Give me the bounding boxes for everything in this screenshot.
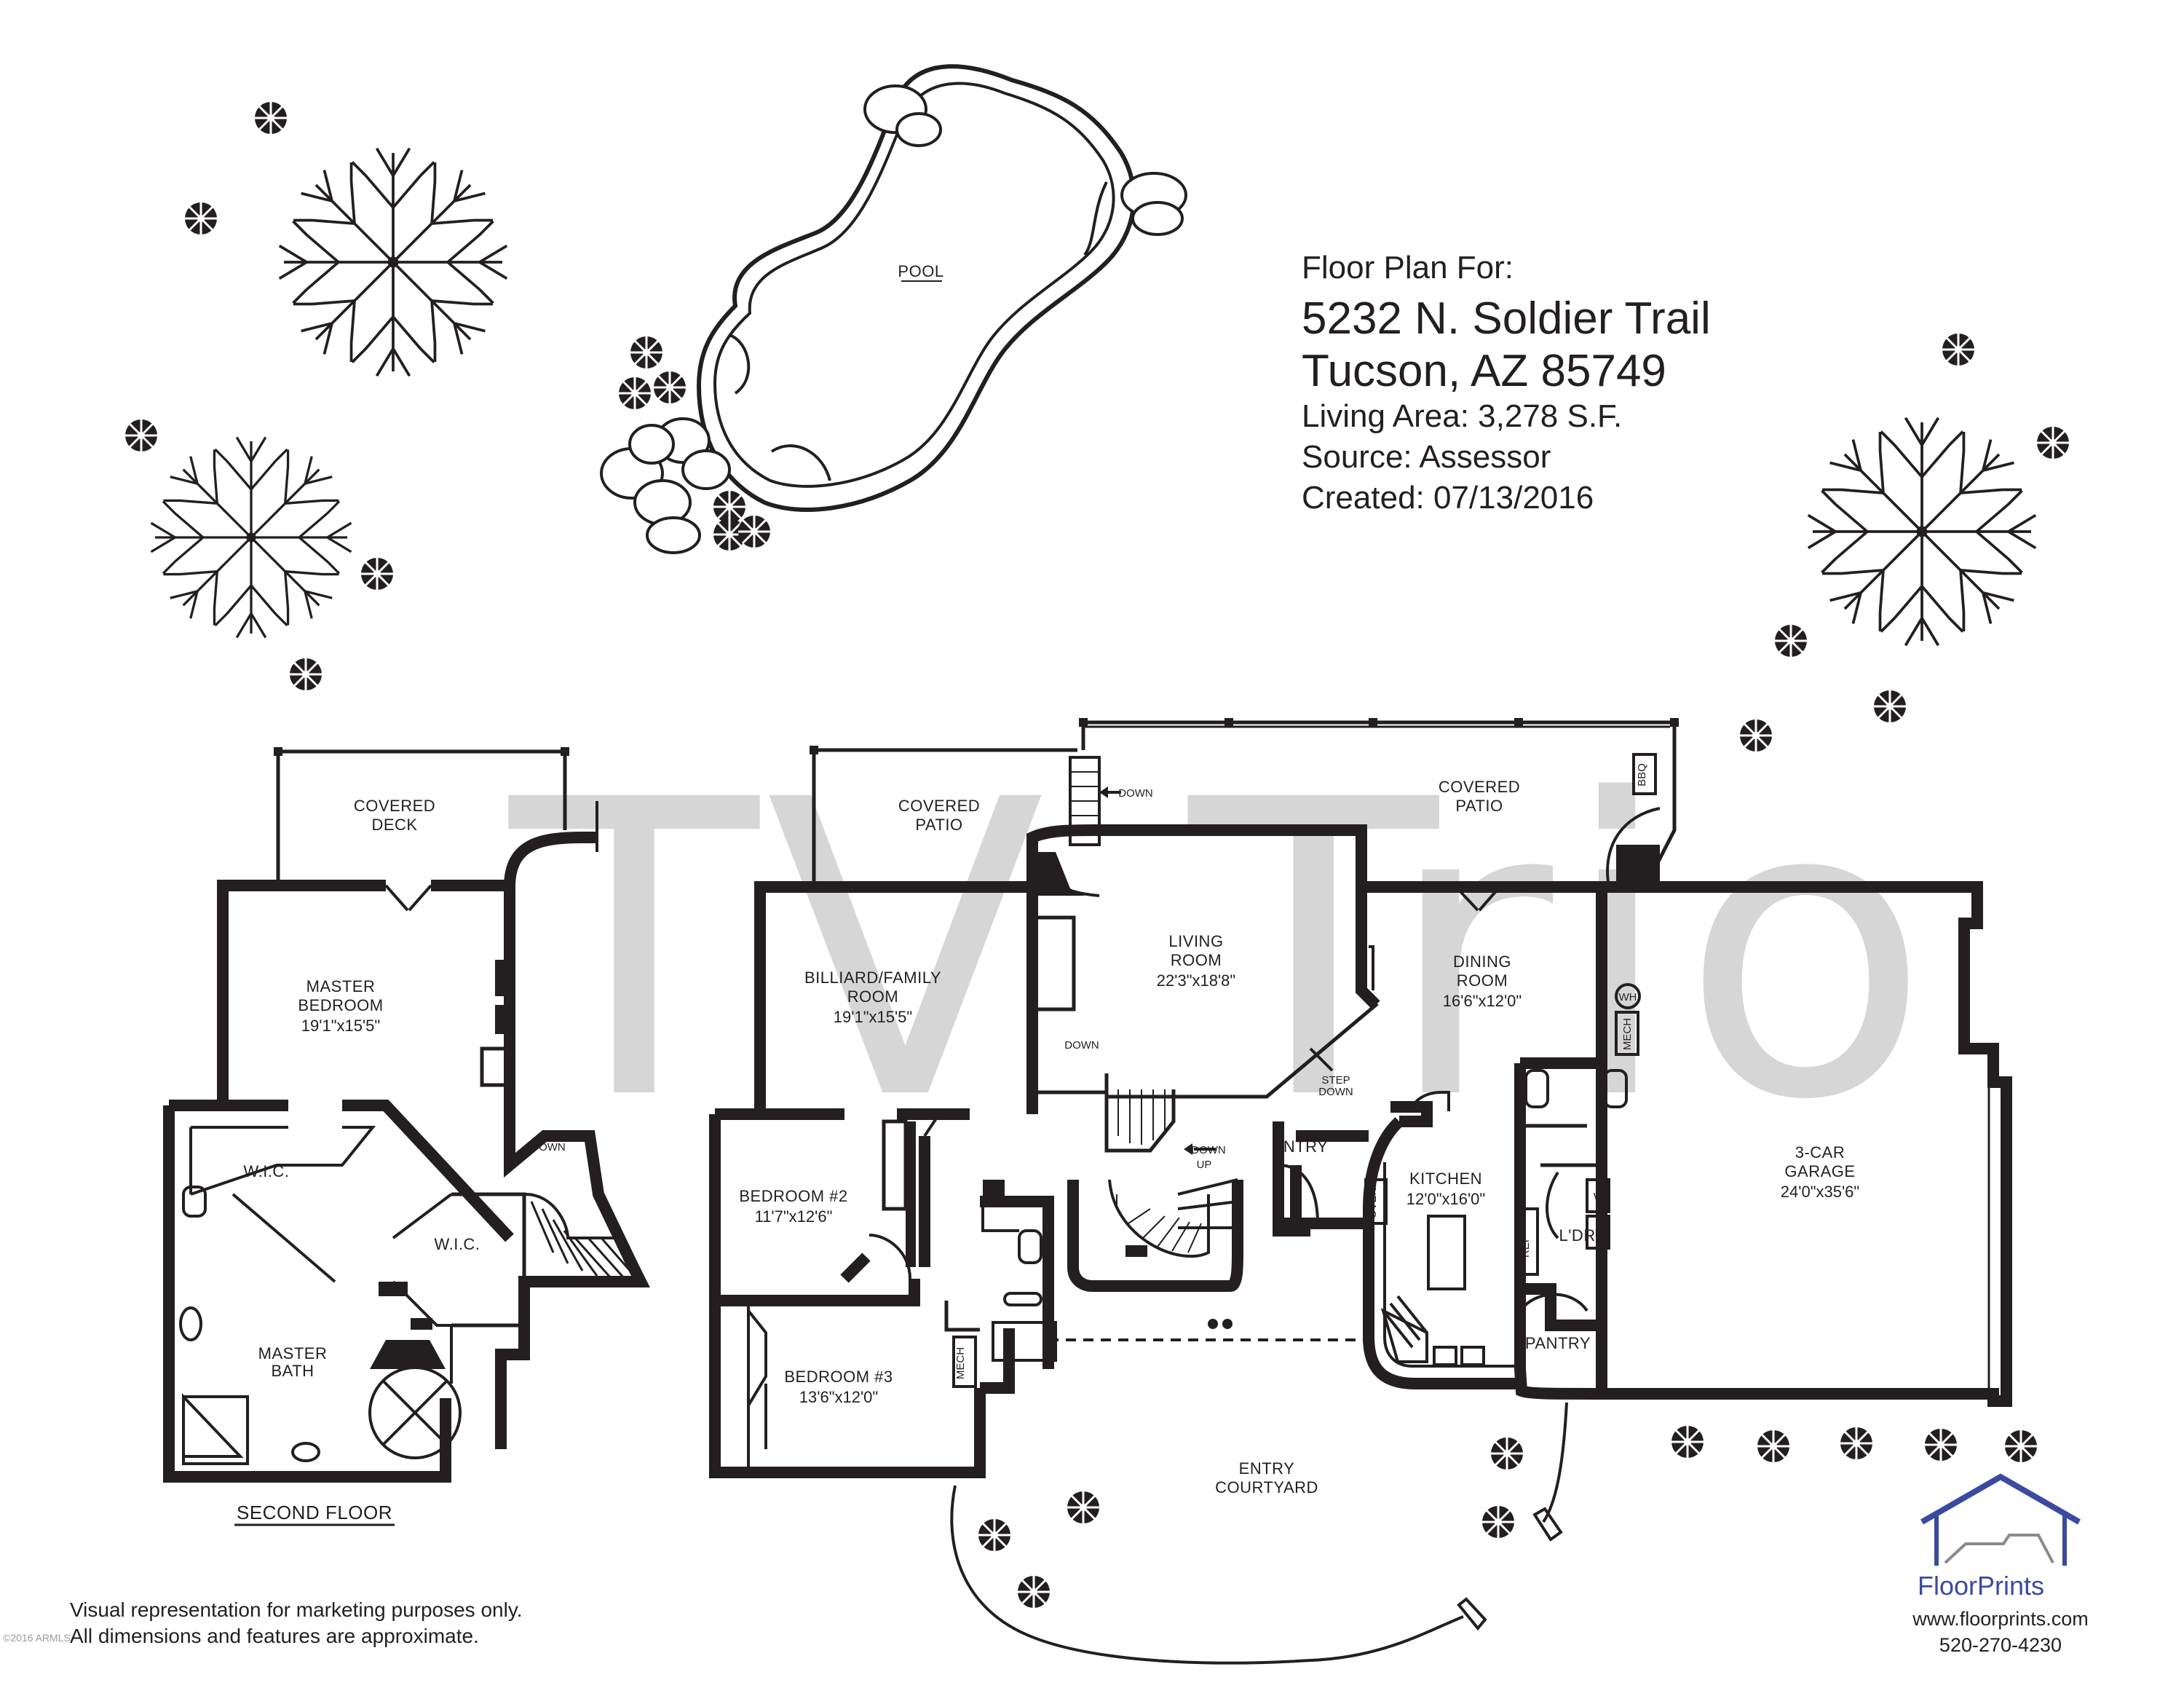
kitchen-label: KITCHEN <box>1409 1170 1482 1188</box>
bedroom-3-dimensions: 13'6"x12'0" <box>799 1388 878 1406</box>
shrub-icon <box>2035 425 2070 460</box>
master-bedroom-dimensions: 19'1"x15'5" <box>301 1017 380 1035</box>
step-down-label: STEP <box>1321 1074 1350 1086</box>
garage-label: 3-CAR <box>1795 1143 1845 1162</box>
bedroom-2-label: BEDROOM #2 <box>739 1187 847 1205</box>
shrub-icon <box>977 1518 1012 1553</box>
shrub-icon <box>1481 1504 1516 1539</box>
shrub-icon <box>360 556 395 591</box>
shrub-icon <box>737 514 772 549</box>
second-floor-title: SECOND FLOOR <box>237 1502 392 1523</box>
shrub-icon <box>1773 623 1808 658</box>
ref-label: REF <box>1519 1236 1532 1258</box>
shrub-icon <box>712 489 747 524</box>
footer: Visual representation for marketing purp… <box>3 1473 2089 1656</box>
shrub-icon <box>1670 1424 1705 1459</box>
shrub-icon <box>2003 1429 2038 1464</box>
oven-label: OVEN <box>1366 1188 1379 1219</box>
property-info: Floor Plan For: 5232 N. Soldier Trail Tu… <box>1302 250 1711 516</box>
down-label-patio: DOWN <box>1118 787 1153 800</box>
shrub-icon <box>288 657 323 692</box>
covered-patio-right-label-2: PATIO <box>1455 797 1503 815</box>
covered-deck-label: COVERED <box>354 797 435 815</box>
tree-icon <box>1806 416 2038 647</box>
brand-phone: 520-270-4230 <box>1939 1634 2062 1656</box>
tree-icon <box>149 435 353 639</box>
wic-right-label: W.I.C. <box>435 1235 480 1253</box>
source-text: Source: Assessor <box>1302 439 1551 475</box>
laundry-label: L'DRY <box>1559 1226 1607 1245</box>
shrub-icon <box>1066 1490 1101 1525</box>
floorprints-logo: FloorPrints <box>1918 1473 2081 1601</box>
billiard-room-label: BILLIARD/FAMILY <box>804 969 941 987</box>
down-label-living: DOWN <box>1064 1039 1099 1052</box>
dining-room-label-2: ROOM <box>1457 971 1508 990</box>
shrub-icon <box>183 201 218 236</box>
stairs-down-label: DOWN <box>531 1141 566 1153</box>
shrub-icon <box>124 418 159 453</box>
bbq-label: BBQ <box>1636 763 1648 786</box>
shrub-icon <box>1756 1429 1791 1464</box>
bedroom-2-dimensions: 11'7"x12'6" <box>755 1207 833 1226</box>
shrub-icon <box>617 376 652 411</box>
mech-label-bedroom: MECH <box>954 1347 967 1379</box>
wic-left-label: W.I.C. <box>244 1162 290 1180</box>
water-heater-label: WH <box>1619 991 1637 1003</box>
disclaimer-line-2: All dimensions and features are approxim… <box>70 1625 479 1647</box>
shrub-icon <box>1016 1574 1051 1609</box>
dryer-label: D <box>1595 1227 1603 1239</box>
pantry-label: PANTRY <box>1525 1334 1591 1352</box>
living-area-text: Living Area: 3,278 S.F. <box>1302 398 1622 434</box>
entry-label: ENTRY <box>1273 1137 1329 1156</box>
covered-deck-label-2: DECK <box>371 816 417 834</box>
disclaimer-line-1: Visual representation for marketing purp… <box>70 1598 523 1621</box>
garage-dimensions: 24'0"x35'6" <box>1781 1183 1859 1201</box>
copyright-mark: ©2016 ARMLS <box>3 1632 71 1644</box>
bedroom-3-label: BEDROOM #3 <box>784 1368 893 1386</box>
tree-icon <box>277 146 509 378</box>
address-line-2: Tucson, AZ 85749 <box>1302 346 1666 396</box>
master-bedroom-label-2: BEDROOM <box>298 996 383 1014</box>
entry-courtyard-label-2: COURTYARD <box>1215 1478 1318 1496</box>
washer-label: W <box>1594 1191 1605 1203</box>
second-floor-plan: COVERED DECK MASTER BEDROOM 19'1"x15'5" … <box>163 747 650 1526</box>
shrub-icon <box>253 100 288 135</box>
covered-patio-right-label: COVERED <box>1439 778 1520 796</box>
covered-patio-left-label: COVERED <box>898 797 980 815</box>
kitchen-dimensions: 12'0"x16'0" <box>1406 1190 1485 1208</box>
entry-courtyard-label: ENTRY <box>1239 1459 1295 1478</box>
living-room-dimensions: 22'3"x18'8" <box>1157 971 1235 990</box>
up-label-stairs: UP <box>1197 1159 1212 1171</box>
pool-label: POOL <box>898 262 943 280</box>
garage-label-2: GARAGE <box>1784 1162 1855 1180</box>
master-bath-label: MASTER <box>258 1344 328 1362</box>
pool: POOL <box>600 64 1187 554</box>
first-floor-plan: STEP DOWN <box>709 718 2012 1665</box>
created-date-text: Created: 07/13/2016 <box>1302 480 1594 516</box>
master-bath-label-2: BATH <box>271 1362 314 1380</box>
shrub-icon <box>1941 332 1976 367</box>
down-label-stairs: DOWN <box>1191 1144 1226 1156</box>
shrub-icon <box>652 370 687 405</box>
shrub-icon <box>1839 1426 1874 1461</box>
dining-room-label: DINING <box>1453 953 1511 971</box>
covered-patio-left-label-2: PATIO <box>915 816 962 834</box>
living-room-label: LIVING <box>1168 932 1223 950</box>
address-line-1: 5232 N. Soldier Trail <box>1302 293 1711 344</box>
shrub-icon <box>1489 1436 1524 1471</box>
billiard-room-dimensions: 19'1"x15'5" <box>834 1008 912 1026</box>
mech-label-garage: MECH <box>1621 1018 1634 1050</box>
master-bedroom-label: MASTER <box>306 977 376 995</box>
floor-plan-for-label: Floor Plan For: <box>1302 250 1514 285</box>
shrub-icon <box>629 335 664 370</box>
step-down-label-2: DOWN <box>1318 1086 1353 1098</box>
living-room-label-2: ROOM <box>1171 951 1222 969</box>
shrub-icon <box>1923 1427 1958 1462</box>
dining-room-dimensions: 16'6"x12'0" <box>1443 992 1522 1010</box>
brand-url: www.floorprints.com <box>1912 1608 2089 1630</box>
brand-name: FloorPrints <box>1918 1571 2044 1601</box>
billiard-room-label-2: ROOM <box>847 987 898 1006</box>
